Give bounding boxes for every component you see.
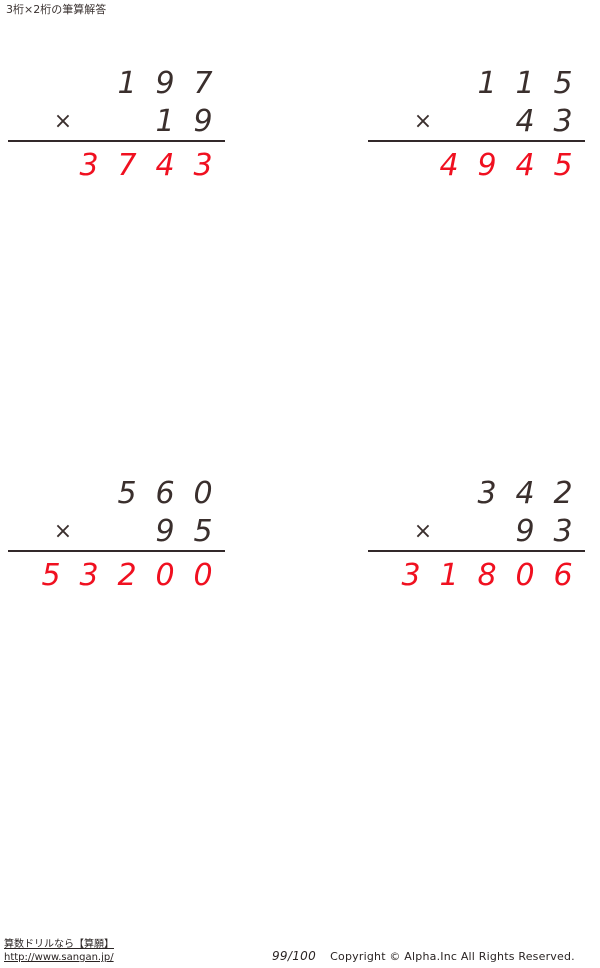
digit: 3 xyxy=(79,558,99,593)
digit: 0 xyxy=(193,476,213,511)
problem-3-rule xyxy=(8,550,225,552)
digit: 4 xyxy=(515,476,535,511)
problem-2: 1 1 5 × 4 3 4 9 4 5 xyxy=(360,60,590,183)
problem-4-multiplicand: 3 4 2 xyxy=(468,476,582,512)
problem-4-multiplier: 9 3 xyxy=(506,514,582,550)
multiply-operator-icon: × xyxy=(413,109,433,134)
problem-2-multiplicand: 1 1 5 xyxy=(468,66,582,102)
footer-right: 99/100 Copyright © Alpha.Inc All Rights … xyxy=(272,949,575,964)
digit: 5 xyxy=(117,476,137,511)
digit: 5 xyxy=(193,514,213,549)
problem-1: 1 9 7 × 1 9 3 7 4 3 xyxy=(0,60,230,183)
multiply-operator-icon: × xyxy=(413,519,433,544)
digit: 4 xyxy=(515,148,535,183)
problem-2-answer: 4 9 4 5 xyxy=(430,148,582,184)
digit: 7 xyxy=(193,66,213,101)
digit: 9 xyxy=(155,66,175,101)
digit: 5 xyxy=(41,558,61,593)
digit: 2 xyxy=(117,558,137,593)
digit: 9 xyxy=(155,514,175,549)
problem-1-multiplier: 1 9 xyxy=(146,104,222,140)
problem-4-answer: 3 1 8 0 6 xyxy=(392,558,582,594)
digit: 7 xyxy=(117,148,137,183)
digit: 8 xyxy=(477,558,497,593)
problem-2-multiplier: 4 3 xyxy=(506,104,582,140)
problem-1-rule xyxy=(8,140,225,142)
multiply-operator-icon: × xyxy=(53,519,73,544)
footer-site-link[interactable]: 算数ドリルなら【算願】 xyxy=(4,939,114,950)
footer-url-link[interactable]: http://www.sangan.jp/ xyxy=(4,952,114,963)
digit: 3 xyxy=(193,148,213,183)
digit: 4 xyxy=(439,148,459,183)
digit: 1 xyxy=(117,66,137,101)
digit: 1 xyxy=(515,66,535,101)
page-number: 99/100 xyxy=(272,949,317,963)
digit: 9 xyxy=(515,514,535,549)
digit: 6 xyxy=(553,558,573,593)
digit: 4 xyxy=(515,104,535,139)
digit: 9 xyxy=(193,104,213,139)
problem-4: 3 4 2 × 9 3 3 1 8 0 6 xyxy=(360,470,590,593)
digit: 0 xyxy=(515,558,535,593)
digit: 3 xyxy=(477,476,497,511)
problem-3-multiplicand: 5 6 0 xyxy=(108,476,222,512)
digit: 6 xyxy=(155,476,175,511)
problem-1-answer: 3 7 4 3 xyxy=(70,148,222,184)
digit: 5 xyxy=(553,66,573,101)
copyright-text: Copyright © Alpha.Inc All Rights Reserve… xyxy=(330,950,575,963)
digit: 0 xyxy=(155,558,175,593)
digit: 1 xyxy=(439,558,459,593)
digit: 4 xyxy=(155,148,175,183)
digit: 1 xyxy=(477,66,497,101)
problem-4-rule xyxy=(368,550,585,552)
digit: 3 xyxy=(553,514,573,549)
digit: 9 xyxy=(477,148,497,183)
digit: 3 xyxy=(553,104,573,139)
digit: 2 xyxy=(553,476,573,511)
problem-2-rule xyxy=(368,140,585,142)
digit: 5 xyxy=(553,148,573,183)
digit: 0 xyxy=(193,558,213,593)
problem-3: 5 6 0 × 9 5 5 3 2 0 0 xyxy=(0,470,230,593)
problem-3-multiplier: 9 5 xyxy=(146,514,222,550)
page-title: 3桁×2桁の筆算解答 xyxy=(6,3,107,16)
multiply-operator-icon: × xyxy=(53,109,73,134)
digit: 1 xyxy=(155,104,175,139)
problem-1-multiplicand: 1 9 7 xyxy=(108,66,222,102)
digit: 3 xyxy=(79,148,99,183)
problem-3-answer: 5 3 2 0 0 xyxy=(32,558,222,594)
digit: 3 xyxy=(401,558,421,593)
